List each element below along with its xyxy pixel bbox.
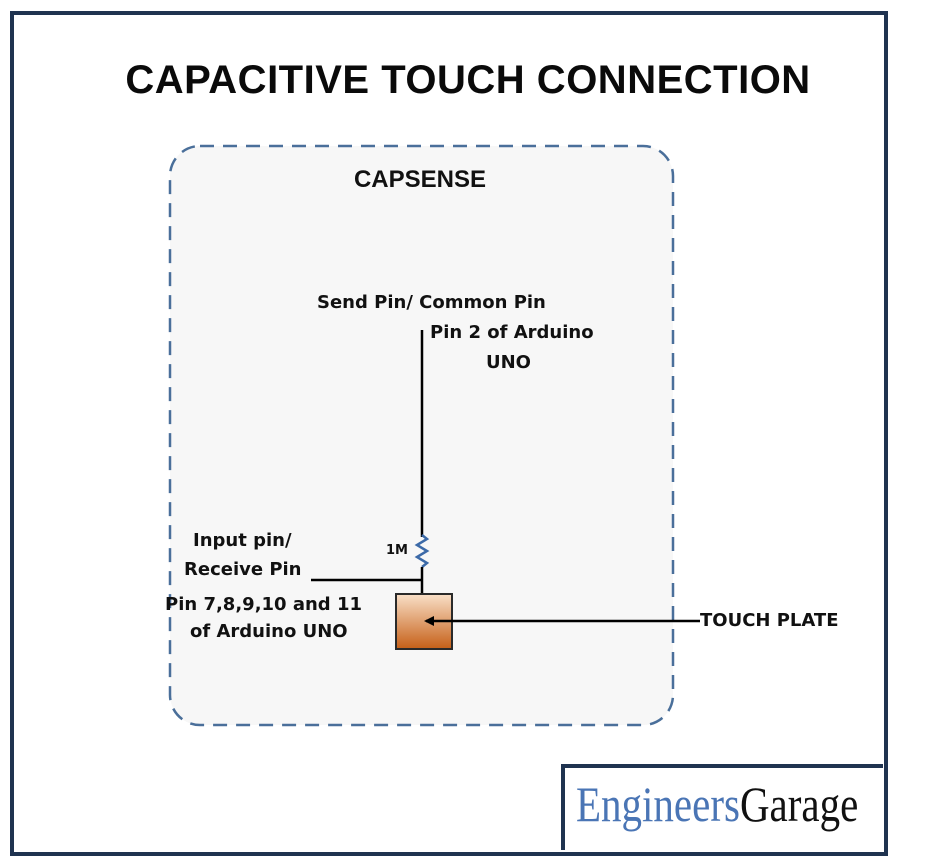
input-pins-detail-line1: Pin 7,8,9,10 and 11 (165, 594, 363, 615)
send-pin-label-line2: Pin 2 of Arduino (430, 322, 594, 343)
logo-box (561, 764, 883, 850)
resistor-1m (414, 534, 430, 568)
touch-plate-label: TOUCH PLATE (700, 610, 839, 631)
page-title: CAPACITIVE TOUCH CONNECTION (125, 58, 811, 102)
input-pin-label-line2: Receive Pin (184, 559, 302, 580)
input-pin-label-line1: Input pin/ (193, 530, 292, 551)
send-pin-label-line1: Send Pin/ Common Pin (317, 292, 546, 313)
capsense-label: CAPSENSE (353, 166, 487, 193)
engineers-garage-logo: EngineersGarage (576, 774, 858, 834)
logo-part-garage: Garage (739, 776, 859, 832)
input-pins-detail-line2: of Arduino UNO (190, 621, 348, 642)
logo-part-engineers: Engineers (576, 776, 740, 832)
send-pin-label-line3: UNO (486, 352, 531, 373)
resistor-label: 1M (386, 543, 408, 558)
